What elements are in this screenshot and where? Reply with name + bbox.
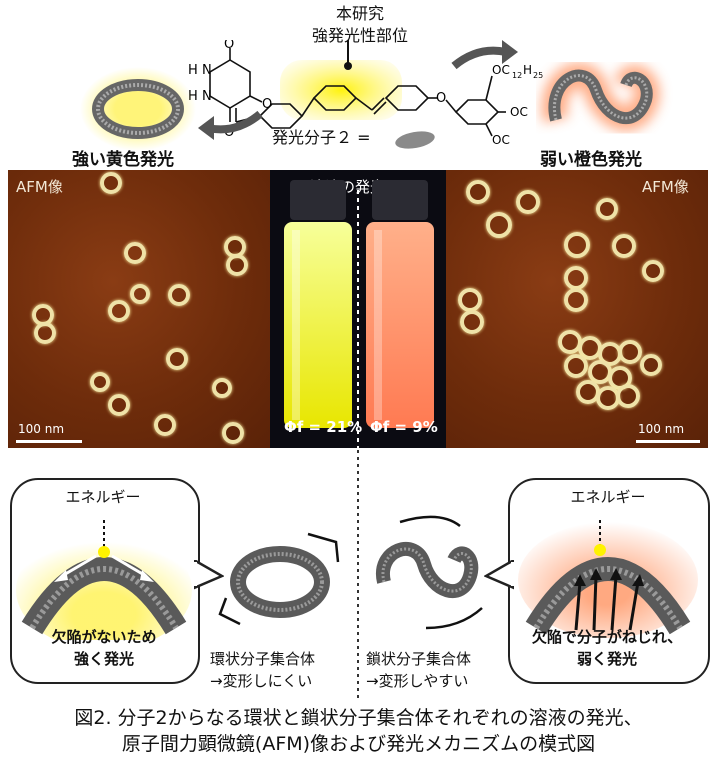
afm-image-left: AFM像 100 nm <box>8 170 270 448</box>
alkoxy-subscript-1: 12 <box>512 71 522 80</box>
afm-ring <box>166 348 188 370</box>
yellow-ring-assembly-icon <box>80 67 196 151</box>
arrow-left-icon <box>198 110 263 140</box>
afm-ring <box>564 266 588 290</box>
afm-ring <box>124 242 146 264</box>
afm-left-label: AFM像 <box>16 178 63 196</box>
chain-assembly-diagram <box>376 515 483 630</box>
afm-ring <box>486 212 512 238</box>
afm-ring <box>564 288 588 312</box>
linker-oxygen: O <box>436 91 446 106</box>
left-arch-diagram <box>16 520 192 640</box>
left-bubble-text-2: 強く発光 <box>73 650 134 668</box>
afm-ring <box>90 372 110 392</box>
afm-ring <box>596 198 618 220</box>
afm-ring <box>458 288 482 312</box>
afm-ring <box>222 422 244 444</box>
afm-ring <box>108 300 130 322</box>
afm-ring <box>168 284 190 306</box>
quantum-yield-left: Φf = 21% <box>284 418 363 436</box>
afm-ring <box>618 340 642 364</box>
afm-ring <box>226 254 248 276</box>
energy-label-right: エネルギー <box>570 488 646 506</box>
afm-image-right: AFM像 100 nm <box>446 170 708 448</box>
research-label-line1: 本研究 <box>335 4 384 23</box>
afm-ring <box>154 414 176 436</box>
orange-chain-assembly-icon <box>541 62 660 132</box>
bubble-tail-left <box>194 560 224 590</box>
weak-orange-emission-label: 弱い橙色発光 <box>540 150 642 170</box>
research-label-line2: 強発光性部位 <box>311 26 408 45</box>
chain-assembly-label-1: 鎖状分子集合体 <box>366 650 472 668</box>
ring-assembly-label-1: 環状分子集合体 <box>210 650 316 668</box>
figure-caption-line1: 図2. 分子2からなる環状と鎖状分子集合体それぞれの溶液の発光、 <box>74 707 643 729</box>
scale-label-right: 100 nm <box>638 422 685 436</box>
afm-ring <box>640 354 662 376</box>
afm-ring <box>564 354 588 378</box>
scale-bar-right <box>636 440 700 443</box>
strong-yellow-emission-label: 強い黄色発光 <box>72 150 174 170</box>
alkoxy-label-3: OC <box>492 133 510 147</box>
afm-ring <box>460 310 484 334</box>
afm-ring <box>130 284 150 304</box>
arrow-right-icon <box>451 40 518 70</box>
highlight-region <box>280 60 402 120</box>
molecule-ellipse-icon <box>395 131 435 149</box>
solution-vials-photo: 溶液の発光 Φf = 21% Φf = 9% <box>270 170 446 448</box>
right-arch-diagram <box>518 520 698 638</box>
left-bubble-text-1: 欠陥がないため <box>51 628 157 646</box>
quantum-yield-right: Φf = 9% <box>370 418 438 436</box>
bubble-tail-right <box>484 560 514 590</box>
afm-ring <box>212 378 232 398</box>
afm-ring <box>642 260 664 282</box>
afm-ring <box>564 232 590 258</box>
oxygen-atom-2: O <box>262 97 272 112</box>
right-bubble-text-2: 弱く発光 <box>576 650 637 668</box>
afm-ring <box>466 180 490 204</box>
alkoxy-h-1: H <box>523 63 532 77</box>
ring-assembly-label-2: →変形しにくい <box>210 672 313 690</box>
center-divider <box>357 450 359 700</box>
afm-ring <box>34 322 56 344</box>
nitrogen-label-2: N <box>202 89 212 104</box>
afm-ring <box>616 384 640 408</box>
alkoxy-label-1: OC <box>492 63 510 77</box>
alkoxy-subscript-1b: 25 <box>533 71 543 80</box>
scale-label-left: 100 nm <box>18 422 65 436</box>
ring-assembly-diagram <box>218 532 340 626</box>
chain-assembly-label-2: →変形しやすい <box>366 672 469 690</box>
luminescent-molecule-label: 発光分子２ = <box>272 128 371 147</box>
afm-ring <box>100 172 122 194</box>
scale-bar-left <box>16 440 82 443</box>
energy-label-left: エネルギー <box>65 488 141 506</box>
chemical-structure-diagram: O O O H N H N O OC OC OC 12 H 25 <box>188 40 543 147</box>
afm-ring <box>516 190 540 214</box>
alkoxy-label-2: OC <box>510 105 528 119</box>
afm-ring <box>612 234 636 258</box>
oxygen-atom-1: O <box>224 40 234 52</box>
right-bubble-text-1: 欠陥で分子がねじれ、 <box>531 628 683 646</box>
afm-right-label: AFM像 <box>642 178 689 196</box>
nitrogen-label-1: N <box>202 63 212 78</box>
figure-caption-line2: 原子間力顕微鏡(AFM)像および発光メカニズムの模式図 <box>121 733 596 755</box>
afm-ring <box>108 394 130 416</box>
nitrogen-atom-1: H <box>188 63 198 78</box>
